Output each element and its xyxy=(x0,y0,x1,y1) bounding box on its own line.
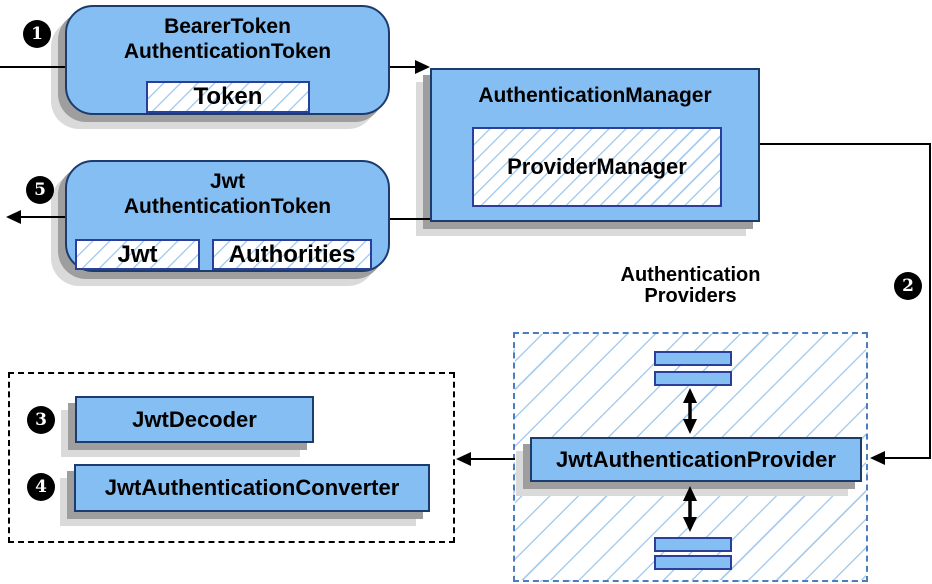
token-inner-box: Token xyxy=(146,81,310,113)
provider-placeholder-rect-bottom-1 xyxy=(654,537,732,552)
jwt-decoder-node: JwtDecoder xyxy=(75,396,314,443)
provider-placeholder-rect-bottom-2 xyxy=(654,555,732,570)
step-badge-4-number: 4 xyxy=(35,477,47,497)
jwt-authentication-token-node: Jwt AuthenticationToken Jwt Authorities xyxy=(65,160,390,272)
step-badge-3-number: 3 xyxy=(35,410,47,430)
connector-step2-arrowhead xyxy=(870,451,885,465)
connector-provider-to-converters-arrowhead xyxy=(456,452,471,466)
authentication-providers-heading-line1: Authentication xyxy=(620,264,761,286)
jwt-inner-box: Jwt xyxy=(75,239,200,270)
jwt-token-title-line1: Jwt xyxy=(209,170,245,193)
authentication-providers-area: JwtAuthenticationProvider xyxy=(513,332,868,582)
authorities-inner-box: Authorities xyxy=(212,239,372,270)
bearer-token-title: BearerToken AuthenticationToken xyxy=(67,7,388,64)
provider-placeholder-rect-top-2 xyxy=(654,371,732,386)
authentication-providers-heading: Authentication Providers xyxy=(513,265,868,307)
bearer-token-authentication-token-node: BearerToken AuthenticationToken Token xyxy=(65,5,390,115)
step-badge-4: 4 xyxy=(27,473,55,501)
authentication-manager-node: AuthenticationManager ProviderManager xyxy=(430,68,760,222)
token-label: Token xyxy=(193,83,263,110)
provider-manager-label: ProviderManager xyxy=(507,154,687,179)
authorities-label: Authorities xyxy=(228,240,356,268)
jwt-authentication-provider-label: JwtAuthenticationProvider xyxy=(556,446,836,472)
step-badge-2-number: 2 xyxy=(902,276,914,296)
jwt-token-title: Jwt AuthenticationToken xyxy=(67,162,388,219)
authentication-providers-heading-line2: Providers xyxy=(644,285,737,307)
jwt-token-title-line2: AuthenticationToken xyxy=(123,195,332,218)
step-badge-5-number: 5 xyxy=(34,180,46,200)
step-badge-5: 5 xyxy=(26,176,54,204)
provider-manager-inner-box: ProviderManager xyxy=(472,127,722,207)
step-badge-3: 3 xyxy=(27,406,55,434)
jwt-authentication-converter-label: JwtAuthenticationConverter xyxy=(104,475,400,500)
jwt-authentication-converter-node: JwtAuthenticationConverter xyxy=(74,464,430,512)
step-badge-2: 2 xyxy=(894,272,922,300)
connector-bearer-to-manager-arrowhead xyxy=(415,60,430,74)
step-badge-1-number: 1 xyxy=(31,24,43,44)
converter-group-area: JwtDecoder JwtAuthenticationConverter xyxy=(8,372,455,543)
authentication-manager-title: AuthenticationManager xyxy=(478,84,712,107)
bearer-token-title-line2: AuthenticationToken xyxy=(123,40,332,63)
connector-step5-arrowhead xyxy=(6,210,21,224)
step-badge-1: 1 xyxy=(23,20,51,48)
jwt-label: Jwt xyxy=(117,240,158,268)
bearer-token-title-line1: BearerToken xyxy=(164,15,291,38)
provider-placeholder-rect-top-1 xyxy=(654,351,732,366)
jwt-decoder-label: JwtDecoder xyxy=(132,406,257,432)
jwt-authentication-provider-node: JwtAuthenticationProvider xyxy=(530,437,862,482)
